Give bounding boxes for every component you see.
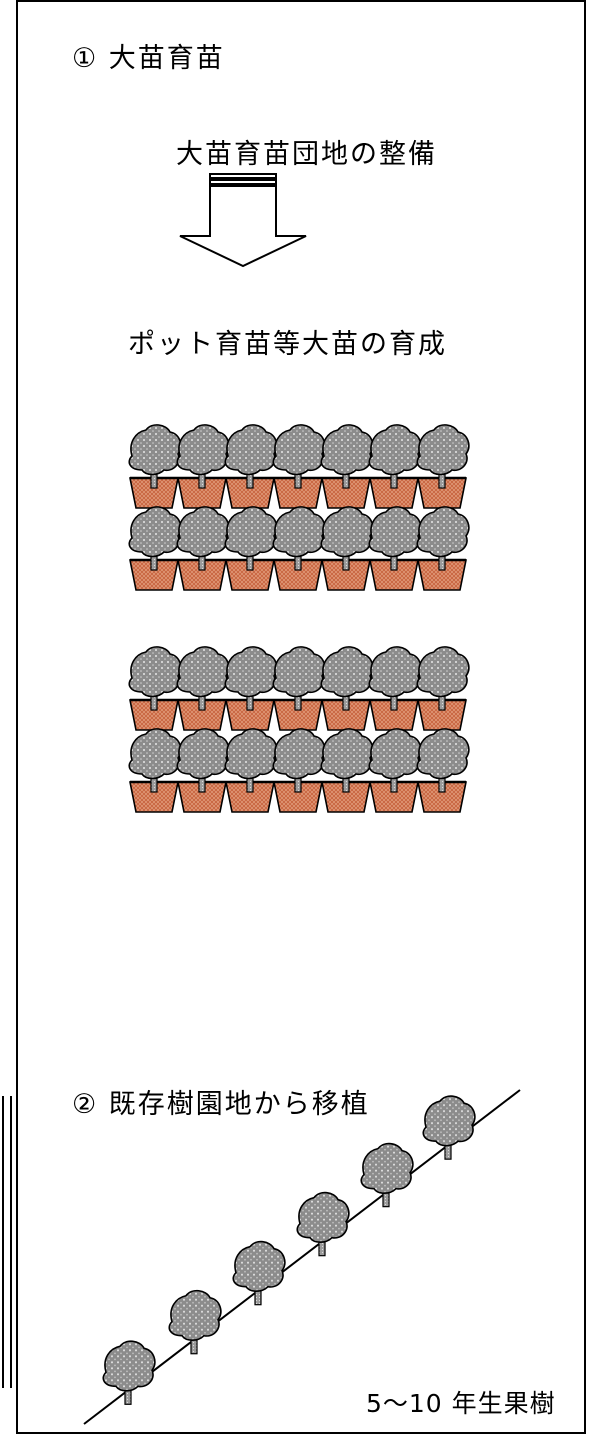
- potted-seedling: [369, 729, 421, 812]
- potted-seedling: [225, 729, 277, 812]
- potted-seedling: [417, 647, 469, 730]
- potted-seedling: [273, 425, 325, 508]
- tree-icon: [233, 1242, 285, 1305]
- potted-seedling: [369, 425, 421, 508]
- tree-icon: [423, 1096, 475, 1159]
- potted-seedling: [225, 647, 277, 730]
- potted-seedling: [129, 729, 181, 812]
- potted-seedling: [177, 647, 229, 730]
- slope-trees: [103, 1096, 475, 1404]
- potted-seedling: [177, 507, 229, 590]
- potted-seedling-rows: [129, 425, 469, 812]
- potted-seedling: [417, 507, 469, 590]
- potted-seedling: [177, 729, 229, 812]
- tree-icon: [297, 1193, 349, 1256]
- potted-seedling: [417, 425, 469, 508]
- potted-seedling: [273, 729, 325, 812]
- potted-seedling: [129, 507, 181, 590]
- potted-seedling: [129, 425, 181, 508]
- potted-seedling: [225, 507, 277, 590]
- tree-icon: [361, 1144, 413, 1207]
- potted-seedling: [321, 729, 373, 812]
- down-arrow-icon: [180, 174, 306, 266]
- potted-seedling: [417, 729, 469, 812]
- potted-seedling: [369, 647, 421, 730]
- potted-seedling: [273, 507, 325, 590]
- potted-seedling: [273, 647, 325, 730]
- potted-seedling: [321, 647, 373, 730]
- tree-icon: [103, 1341, 155, 1404]
- tree-icon: [169, 1291, 221, 1354]
- potted-seedling: [369, 507, 421, 590]
- potted-seedling: [321, 507, 373, 590]
- potted-seedling: [225, 425, 277, 508]
- potted-seedling: [321, 425, 373, 508]
- potted-seedling: [129, 647, 181, 730]
- potted-seedling: [177, 425, 229, 508]
